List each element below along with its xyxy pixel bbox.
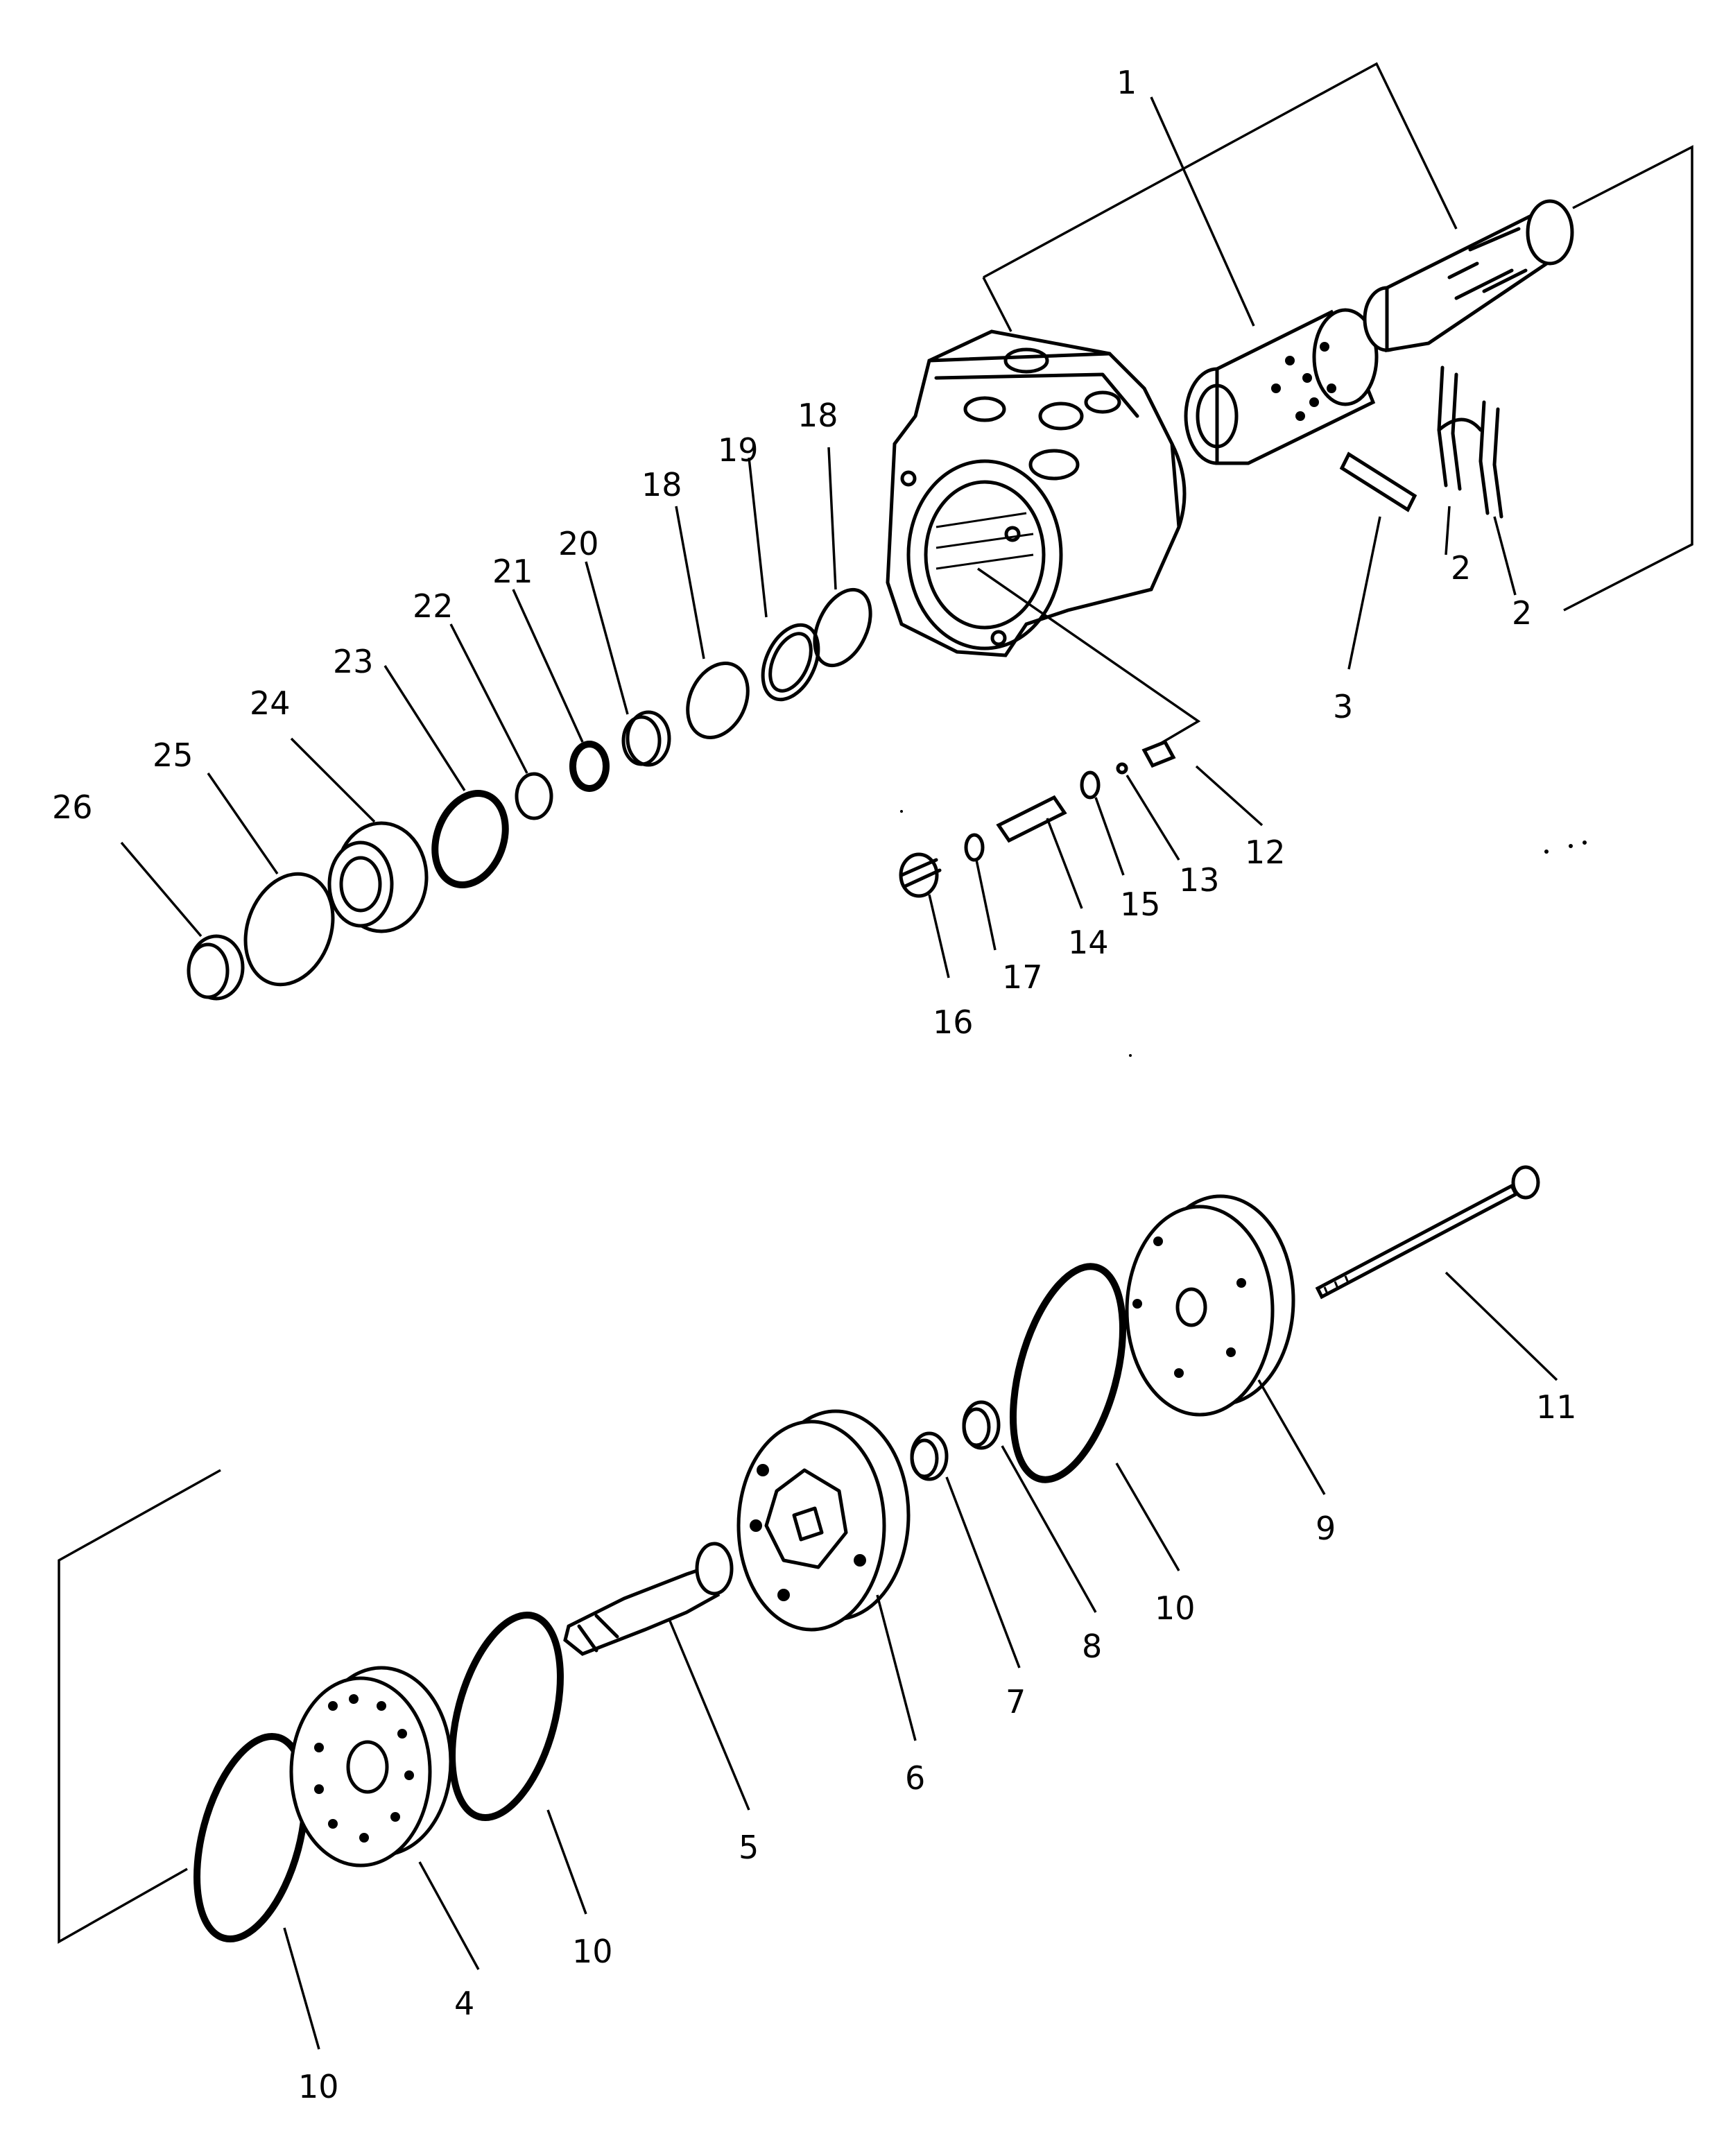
spacers xyxy=(910,1400,1001,1481)
o-rings xyxy=(193,1263,1127,1943)
callout-10: 10 xyxy=(572,1933,613,1970)
callout-14: 14 xyxy=(1068,924,1109,961)
callout-18: 18 xyxy=(641,466,682,503)
bolt xyxy=(1315,1165,1540,1300)
callout-6: 6 xyxy=(905,1759,925,1797)
callout-19: 19 xyxy=(718,431,759,469)
group-bracket-lines xyxy=(982,62,1693,612)
callout-5: 5 xyxy=(739,1829,759,1866)
callout-26: 26 xyxy=(52,788,93,826)
cross-pin xyxy=(1339,451,1417,512)
seal-stack xyxy=(187,587,872,1001)
callout-20: 20 xyxy=(558,525,599,562)
callout-22: 22 xyxy=(413,587,454,625)
spool xyxy=(1363,199,1574,352)
callout-2: 2 xyxy=(1512,594,1532,632)
callout-18: 18 xyxy=(797,397,838,434)
port-plate xyxy=(289,1666,453,1868)
leader-lines xyxy=(120,96,1558,2050)
callout-23: 23 xyxy=(333,643,374,680)
spool-sleeve xyxy=(1184,308,1379,465)
end-cap xyxy=(1125,1194,1295,1417)
valve-housing xyxy=(886,329,1187,657)
gerotor xyxy=(736,1409,911,1632)
callout-10: 10 xyxy=(298,2068,339,2105)
callout-21: 21 xyxy=(492,553,533,590)
scan-specks xyxy=(900,810,1587,1057)
callout-15: 15 xyxy=(1120,886,1161,923)
callout-16: 16 xyxy=(933,1003,974,1041)
bottom-group-bracket xyxy=(58,1469,221,1944)
callout-3: 3 xyxy=(1333,688,1353,725)
callout-1: 1 xyxy=(1116,64,1137,101)
check-valve-parts xyxy=(899,567,1201,898)
callout-11: 11 xyxy=(1536,1388,1577,1426)
callout-12: 12 xyxy=(1245,834,1286,871)
callout-7: 7 xyxy=(1006,1683,1026,1721)
callout-25: 25 xyxy=(153,736,193,774)
callout-17: 17 xyxy=(1002,958,1043,996)
callout-8: 8 xyxy=(1082,1628,1102,1665)
drive-shaft xyxy=(563,1542,734,1656)
callout-4: 4 xyxy=(454,1985,474,2022)
callout-9: 9 xyxy=(1316,1510,1336,1547)
callout-13: 13 xyxy=(1179,861,1220,899)
callout-10: 10 xyxy=(1155,1589,1196,1627)
callout-24: 24 xyxy=(250,684,291,722)
callout-2: 2 xyxy=(1451,549,1471,587)
centering-springs xyxy=(1437,365,1503,519)
callout-labels: 1 2 2 3 4 5 6 7 8 9 10 10 10 11 12 13 14… xyxy=(52,64,1577,2105)
